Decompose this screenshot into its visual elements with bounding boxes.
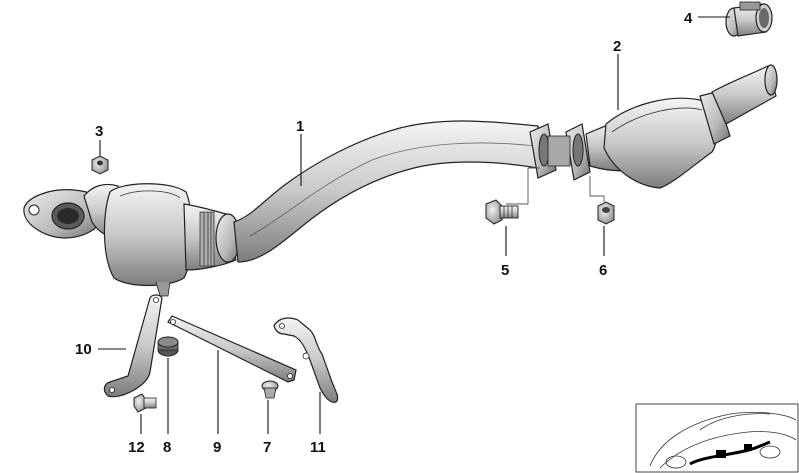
callout-9: 9 bbox=[213, 439, 221, 456]
pipe-clamp bbox=[725, 1, 773, 37]
callout-5: 5 bbox=[501, 262, 509, 279]
vehicle-location-thumbnail bbox=[635, 403, 799, 473]
callout-11: 11 bbox=[310, 439, 326, 456]
hex-nut-3 bbox=[91, 155, 109, 175]
callout-10: 10 bbox=[75, 341, 92, 358]
callout-7: 7 bbox=[263, 439, 271, 456]
bracket-11 bbox=[273, 317, 339, 403]
leader-lines bbox=[98, 16, 730, 434]
callout-2: 2 bbox=[613, 38, 621, 55]
callout-6: 6 bbox=[599, 262, 607, 279]
rear-catalytic-converter bbox=[585, 64, 778, 189]
hex-bolt-5 bbox=[485, 199, 519, 225]
callout-12: 12 bbox=[128, 439, 145, 456]
front-pipe-with-catalyst bbox=[23, 120, 539, 297]
pipe-connection-flanges bbox=[529, 123, 591, 181]
rubber-mount-8 bbox=[157, 336, 179, 357]
callout-3: 3 bbox=[95, 123, 103, 140]
bracket-10 bbox=[103, 294, 163, 398]
callout-4: 4 bbox=[684, 10, 693, 27]
hex-nut-6 bbox=[597, 201, 615, 225]
screw-7 bbox=[261, 380, 279, 399]
screw-12 bbox=[133, 393, 157, 413]
callout-1: 1 bbox=[296, 118, 304, 135]
support-strap-9 bbox=[167, 315, 297, 383]
callout-8: 8 bbox=[163, 439, 171, 456]
